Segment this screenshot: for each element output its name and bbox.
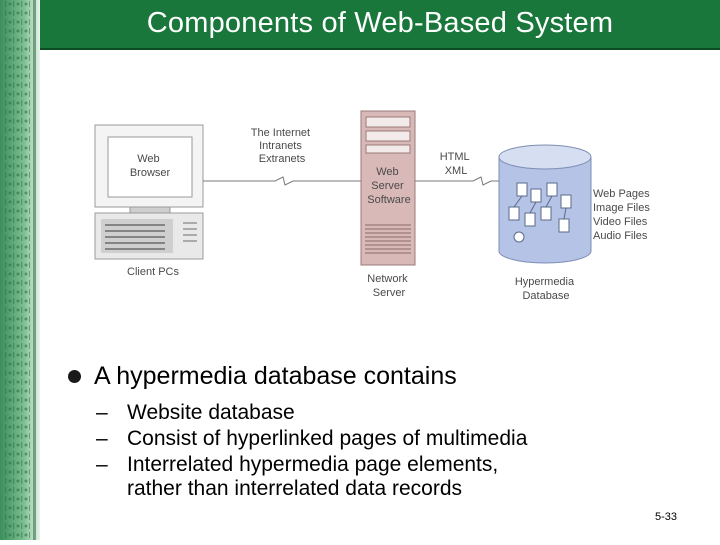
browser-label: Web Browser bbox=[130, 153, 171, 179]
content-types-labels: Web Pages Image Files Video Files Audio … bbox=[593, 188, 653, 242]
decorative-sidebar bbox=[0, 0, 40, 540]
sub-bullet-item: – Website database bbox=[96, 401, 557, 425]
protocol-labels: HTML XML bbox=[440, 151, 473, 177]
sub-bullet-item: – Consist of hyperlinked pages of multim… bbox=[96, 427, 557, 451]
system-diagram: Web Browser Client PCs The Internet Intr… bbox=[94, 110, 653, 302]
server-software-label: Web Server Software bbox=[367, 166, 410, 206]
slide-title: Components of Web-Based System bbox=[146, 7, 614, 39]
slide-number: 5-33 bbox=[655, 511, 678, 523]
server-database-line bbox=[415, 176, 499, 186]
main-bullet-text: A hypermedia database contains bbox=[94, 362, 457, 390]
sub-bullet-text: Consist of hyperlinked pages of multimed… bbox=[127, 427, 528, 450]
sub-bullet-text: Interrelated hypermedia page elements, r… bbox=[127, 453, 499, 500]
hypermedia-database-icon bbox=[498, 144, 592, 264]
dash-icon: – bbox=[96, 401, 108, 424]
hypermedia-database-label: Hypermedia Database bbox=[515, 276, 577, 302]
sub-bullet-item: – Interrelated hypermedia page elements,… bbox=[96, 453, 557, 501]
sub-bullet-list: – Website database – Consist of hyperlin… bbox=[68, 401, 557, 501]
network-connection-line bbox=[203, 176, 361, 186]
network-labels: The Internet Intranets Extranets bbox=[251, 127, 313, 165]
client-pc-icon bbox=[94, 124, 204, 260]
dash-icon: – bbox=[96, 427, 108, 450]
main-bullet: A hypermedia database contains bbox=[68, 362, 557, 391]
network-server-label: Network Server bbox=[367, 273, 410, 299]
network-server-icon bbox=[360, 110, 416, 266]
sidebar-art bbox=[0, 0, 40, 540]
client-pcs-label: Client PCs bbox=[127, 266, 179, 278]
sub-bullet-text: Website database bbox=[127, 401, 295, 424]
bullet-section: A hypermedia database contains – Website… bbox=[68, 362, 557, 503]
bullet-dot-icon bbox=[68, 370, 81, 383]
title-bar: Components of Web-Based System bbox=[40, 0, 720, 50]
dash-icon: – bbox=[96, 453, 108, 476]
